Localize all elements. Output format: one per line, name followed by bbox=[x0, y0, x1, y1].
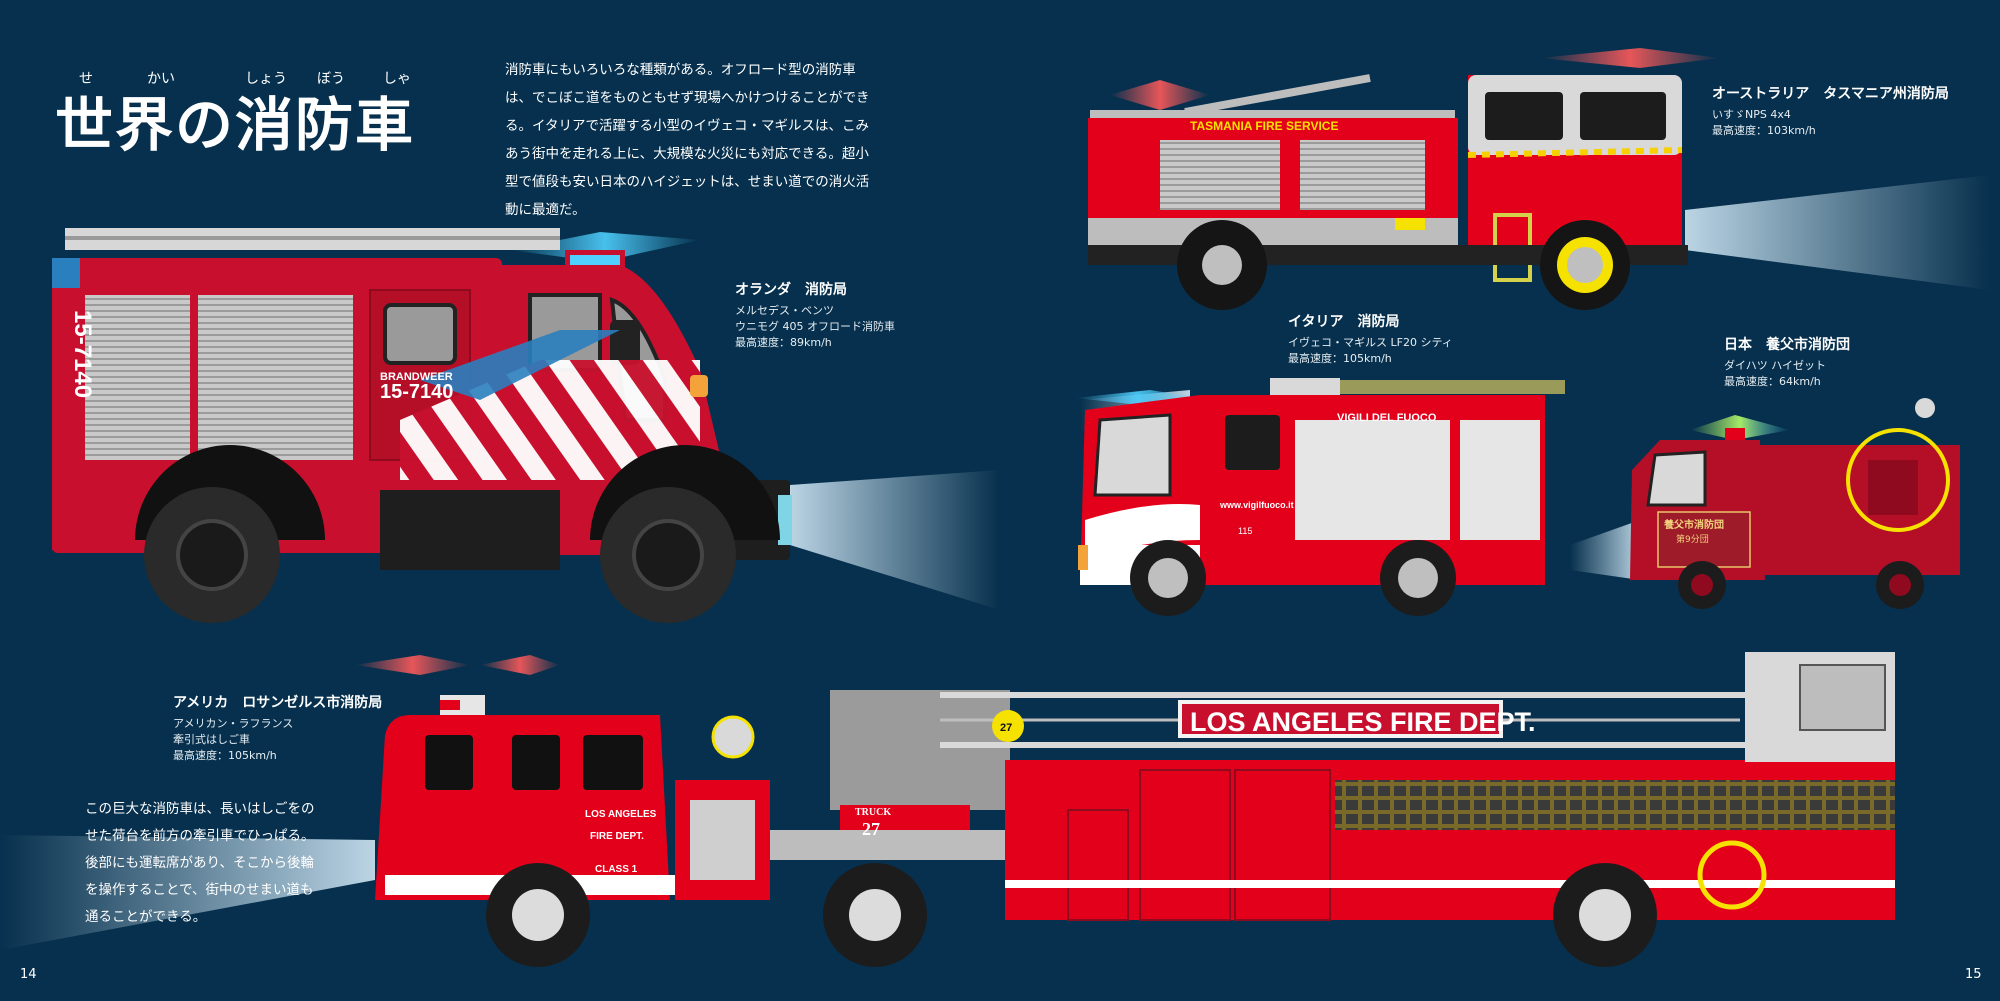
door-sub: 第9分団 bbox=[1676, 533, 1709, 545]
hose-reel bbox=[1697, 840, 1767, 910]
headlight-beam bbox=[1570, 520, 1640, 580]
warning-light-glow bbox=[1690, 415, 1790, 440]
cab-class: CLASS 1 bbox=[595, 864, 638, 875]
warning-light bbox=[1725, 428, 1745, 440]
truck-label: TRUCK bbox=[855, 807, 891, 818]
warning-light bbox=[570, 255, 620, 265]
caption-heading: オランダ 消防局 bbox=[735, 282, 847, 298]
body-text: VIGILI DEL FUOCO bbox=[1337, 412, 1437, 424]
page-title: 世界の消防車 bbox=[55, 91, 416, 159]
headlight-beam bbox=[1685, 175, 1990, 290]
side-mirror bbox=[610, 320, 640, 365]
cab-window bbox=[583, 735, 643, 790]
caption-speed: 最高速度：89km/h bbox=[735, 336, 832, 349]
warning-light-glow bbox=[510, 232, 700, 262]
caption-model: ダイハツ ハイゼット bbox=[1724, 359, 1827, 372]
caption-heading: 日本 養父市消防団 bbox=[1724, 337, 1850, 353]
badge-number: 27 bbox=[1000, 722, 1012, 734]
page-number-left: 14 bbox=[20, 967, 37, 982]
caption-heading: オーストラリア タスマニア州消防局 bbox=[1712, 86, 1949, 102]
equipment-shutter bbox=[1295, 420, 1380, 540]
usa-tiller-truck bbox=[0, 652, 1895, 967]
page-number-right: 15 bbox=[1965, 967, 1982, 982]
ruby-text: かい bbox=[147, 71, 175, 87]
cab-window bbox=[1580, 92, 1666, 140]
door-number: 115 bbox=[1238, 526, 1252, 536]
caption-model: メルセデス・ベンツ bbox=[735, 304, 834, 317]
caption-heading: アメリカ ロサンゼルス市消防局 bbox=[173, 695, 383, 711]
equipment-shutter bbox=[85, 295, 190, 460]
roof-ladder bbox=[1335, 380, 1565, 394]
rear-number: 15-7140 bbox=[69, 310, 96, 398]
caption-model: アメリカン・ラフランス bbox=[173, 717, 294, 730]
caption-speed: 最高速度：105km/h bbox=[1288, 352, 1392, 365]
caption-heading: イタリア 消防局 bbox=[1288, 314, 1400, 330]
equipment-shutter bbox=[198, 295, 353, 460]
australia-truck bbox=[1088, 48, 1990, 310]
caption-japan: 日本 養父市消防団 ダイハツ ハイゼット 最高速度：64km/h bbox=[1724, 337, 1850, 390]
ladder-sign-text: LOS ANGELES FIRE DEPT. bbox=[1190, 707, 1536, 737]
door-number: 15-7140 bbox=[380, 381, 453, 403]
cab-window bbox=[425, 735, 473, 790]
warning-light-glow bbox=[355, 655, 470, 675]
ruby-text: せ bbox=[79, 71, 93, 87]
warning-light-glow bbox=[1540, 48, 1720, 68]
caption-type: ウニモグ 405 オフロード消防車 bbox=[735, 320, 895, 333]
cab-text: FIRE DEPT. bbox=[590, 831, 644, 842]
caption-italy: イタリア 消防局 イヴェコ・マギルス LF20 シティ 最高速度：105km/h bbox=[1288, 314, 1453, 367]
cab-window bbox=[1485, 92, 1563, 140]
caption-speed: 最高速度：105km/h bbox=[173, 749, 277, 762]
equipment-shutter bbox=[1300, 140, 1425, 210]
side-window bbox=[1225, 415, 1280, 470]
caption-australia: オーストラリア タスマニア州消防局 いすゞNPS 4x4 最高速度：103km/… bbox=[1712, 86, 1949, 139]
ruby-text: しょう bbox=[245, 71, 287, 87]
caption-type: 牽引式はしご車 bbox=[173, 733, 250, 746]
body-text: TASMANIA FIRE SERVICE bbox=[1190, 119, 1338, 133]
caption-model: イヴェコ・マギルス LF20 シティ bbox=[1288, 336, 1453, 349]
door-text: 養父市消防団 bbox=[1663, 518, 1724, 531]
door-text: BRANDWEER bbox=[380, 371, 453, 383]
headlight-beam bbox=[790, 470, 1000, 610]
headlight-beam bbox=[0, 835, 375, 950]
cab-window bbox=[1093, 413, 1172, 497]
usa-body-paragraph: この巨大な消防車は、長いはしごをのせた荷台を前方の牽引車でひっぱる。後部にも運転… bbox=[85, 801, 315, 925]
side-window bbox=[383, 303, 457, 365]
caption-netherlands: オランダ 消防局 メルセデス・ベンツ ウニモグ 405 オフロード消防車 最高速… bbox=[735, 282, 895, 351]
ruby-text: ぼう bbox=[317, 71, 345, 87]
cab-text: LOS ANGELES bbox=[585, 809, 657, 820]
equipment-shutter bbox=[1160, 140, 1280, 210]
intro-paragraph: 消防車にもいろいろな種類がある。オフロード型の消防車は、でこぼこ道をものともせず… bbox=[505, 62, 870, 218]
truck-number: 27 bbox=[862, 819, 880, 839]
caption-speed: 最高速度：64km/h bbox=[1724, 375, 1821, 388]
cab-window bbox=[1646, 450, 1707, 507]
roof-ladder bbox=[1184, 74, 1371, 116]
caption-speed: 最高速度：103km/h bbox=[1712, 124, 1816, 137]
japan-truck bbox=[1570, 398, 1960, 609]
cab-window bbox=[512, 735, 560, 790]
netherlands-truck bbox=[52, 228, 1000, 623]
ruby-text: しゃ bbox=[383, 71, 411, 87]
italy-truck bbox=[1075, 378, 1565, 616]
door-text: www.vigilfuoco.it bbox=[1219, 500, 1294, 510]
hose-reel bbox=[1846, 428, 1950, 532]
caption-model: いすゞNPS 4x4 bbox=[1712, 108, 1791, 121]
caption-usa: アメリカ ロサンゼルス市消防局 アメリカン・ラフランス 牽引式はしご車 最高速度… bbox=[173, 695, 382, 764]
